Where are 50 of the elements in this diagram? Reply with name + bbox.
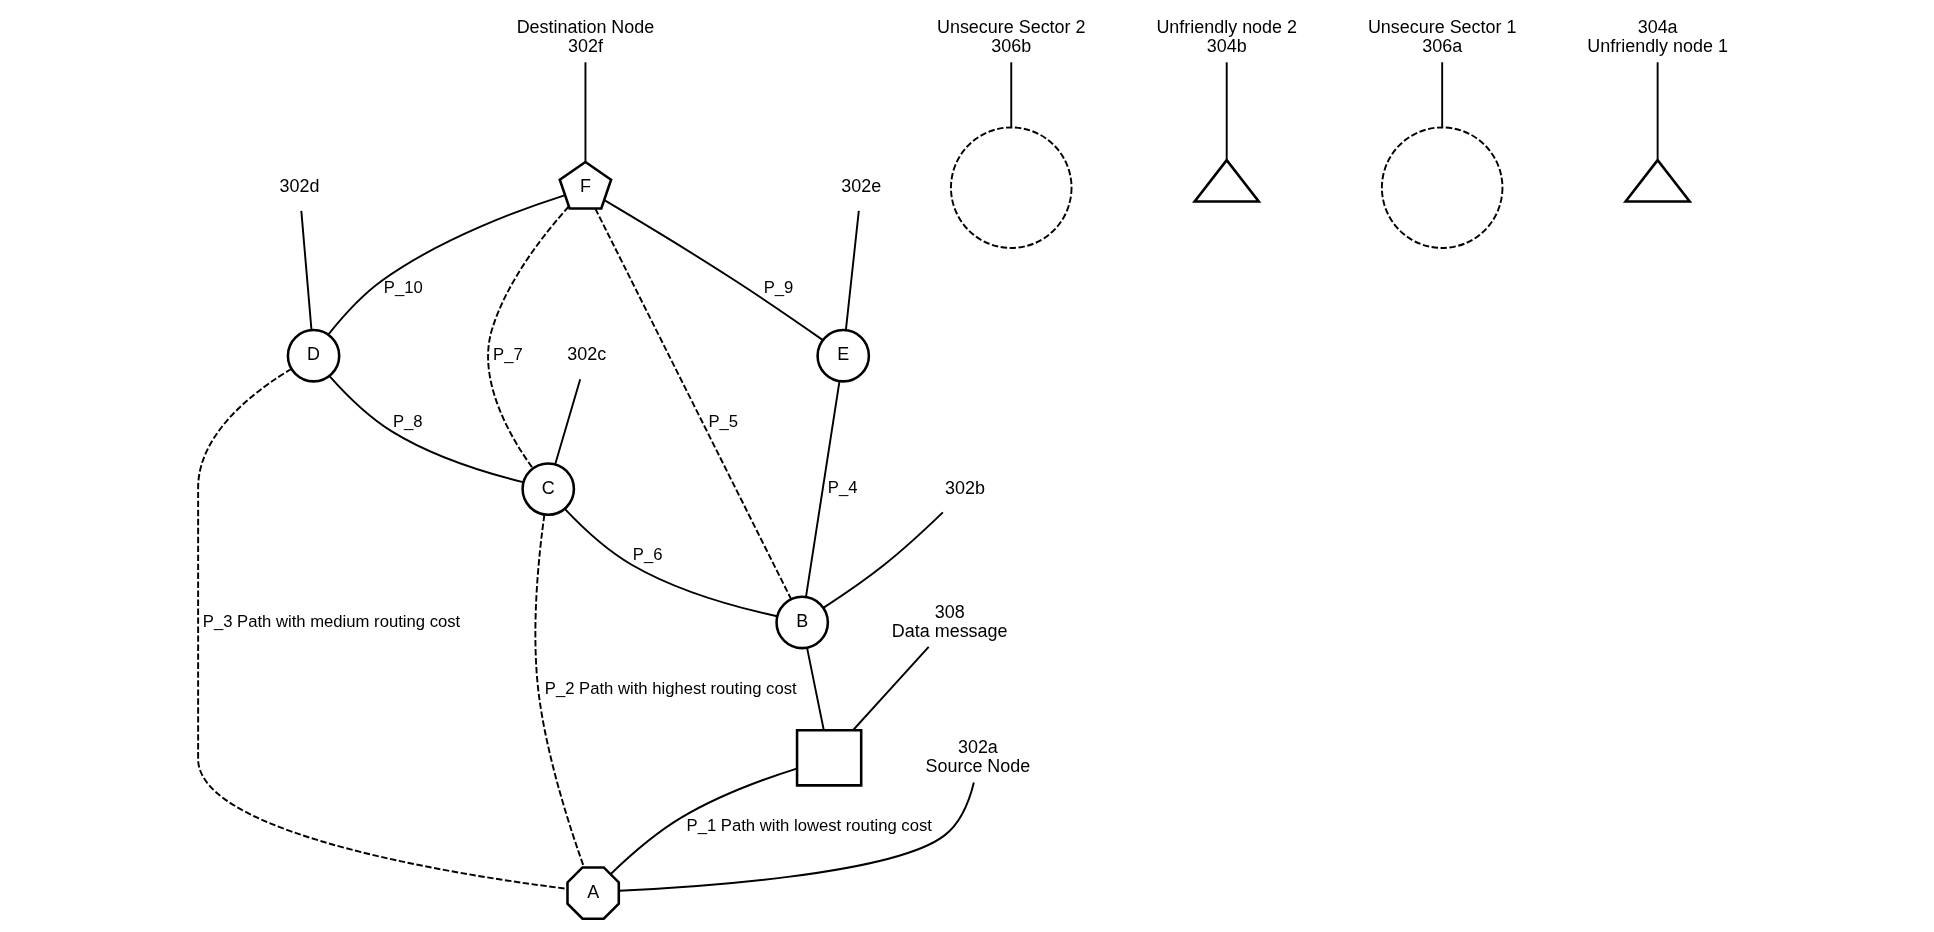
connector: [805, 380, 841, 598]
node-text: 308 Data message: [891, 601, 1008, 641]
node-text: Unsecure Sector 1 306a: [1367, 16, 1517, 56]
node-box: [795, 728, 863, 787]
connector: [563, 508, 779, 618]
connector: [852, 645, 930, 731]
connector: [822, 511, 944, 609]
node-text: 304a Unfriendly node 1: [1587, 16, 1728, 56]
node-circle: E: [816, 328, 871, 383]
node-circle: C: [521, 462, 576, 517]
connector: [609, 767, 798, 875]
node-text: Destination Node 302f: [516, 16, 655, 56]
node-text: 302d: [279, 176, 320, 197]
edge-label: P_9: [763, 278, 794, 298]
connector: [1225, 61, 1228, 161]
connector: [1656, 61, 1659, 161]
node-circle: [1380, 126, 1504, 249]
node-text: 302b: [945, 477, 986, 498]
node-text: Unsecure Sector 2 306b: [936, 16, 1086, 56]
edge-label: P_6: [632, 545, 663, 565]
edge-label: P_2 Path with highest routing cost: [544, 678, 797, 698]
node-text: Unfriendly node 2 304b: [1156, 16, 1298, 56]
connector: [554, 378, 582, 466]
connector: [584, 61, 587, 163]
node-triangle: [1192, 158, 1262, 203]
connector: [844, 210, 860, 331]
node-text: 302c: [567, 344, 607, 365]
edge-label: P_4: [827, 478, 858, 498]
edge-label: P_3 Path with medium routing cost: [202, 611, 461, 631]
connector: [328, 375, 524, 484]
node-text: 302a Source Node: [925, 736, 1031, 777]
connector: [300, 210, 313, 331]
node-text: 302e: [841, 176, 882, 197]
connector: [1441, 61, 1444, 128]
connector: [806, 647, 825, 731]
connector: [594, 207, 792, 600]
edge-label: P_5: [708, 411, 739, 431]
connector: [618, 781, 975, 892]
node-circle: [950, 126, 1073, 249]
node-circle: D: [286, 328, 341, 383]
connector: [603, 199, 824, 341]
connector: [1010, 61, 1013, 128]
node-triangle: [1622, 158, 1693, 203]
edge-label: P_7: [493, 345, 523, 365]
edge-label: P_10: [383, 278, 423, 298]
connector: [327, 194, 566, 336]
edge-label: P_1 Path with lowest routing cost: [686, 815, 932, 835]
node-circle: B: [775, 595, 830, 650]
connector: [487, 205, 570, 470]
edge-label: P_8: [393, 411, 423, 431]
